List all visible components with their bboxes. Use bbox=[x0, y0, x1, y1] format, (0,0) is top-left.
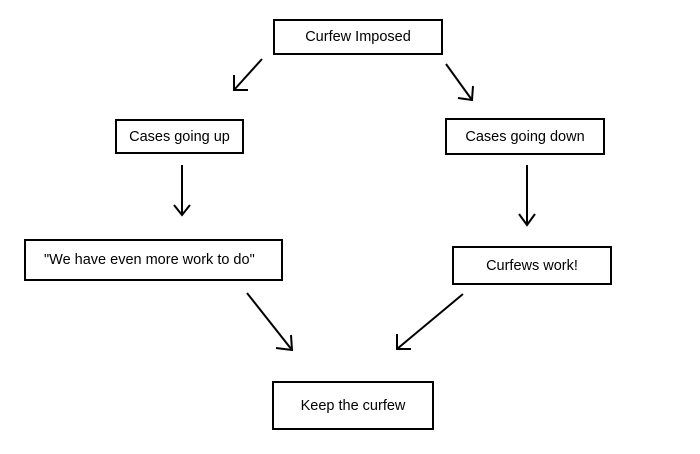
arrow-quote-to-keep bbox=[246, 292, 294, 352]
node-cases-going-down-label: Cases going down bbox=[465, 128, 585, 145]
node-more-work-quote: "We have even more work to do" bbox=[24, 239, 283, 281]
node-keep-the-curfew-label: Keep the curfew bbox=[300, 397, 406, 414]
arrow-curfew-to-cases-up bbox=[233, 58, 263, 91]
arrow-curfew-to-cases-down bbox=[445, 63, 474, 102]
arrow-cases-down-to-curfews-work bbox=[518, 165, 536, 227]
arrow-curfews-work-to-keep bbox=[396, 293, 464, 350]
node-more-work-quote-label: "We have even more work to do" bbox=[44, 252, 255, 268]
node-curfews-work-label: Curfews work! bbox=[486, 257, 578, 274]
node-cases-going-up-label: Cases going up bbox=[129, 128, 230, 145]
node-curfew-imposed-label: Curfew Imposed bbox=[305, 29, 411, 45]
node-curfew-imposed: Curfew Imposed bbox=[273, 19, 443, 55]
node-keep-the-curfew: Keep the curfew bbox=[272, 381, 434, 430]
arrow-cases-up-to-quote bbox=[173, 165, 191, 217]
node-cases-going-up: Cases going up bbox=[115, 119, 244, 154]
node-cases-going-down: Cases going down bbox=[445, 118, 605, 155]
node-curfews-work: Curfews work! bbox=[452, 246, 612, 285]
